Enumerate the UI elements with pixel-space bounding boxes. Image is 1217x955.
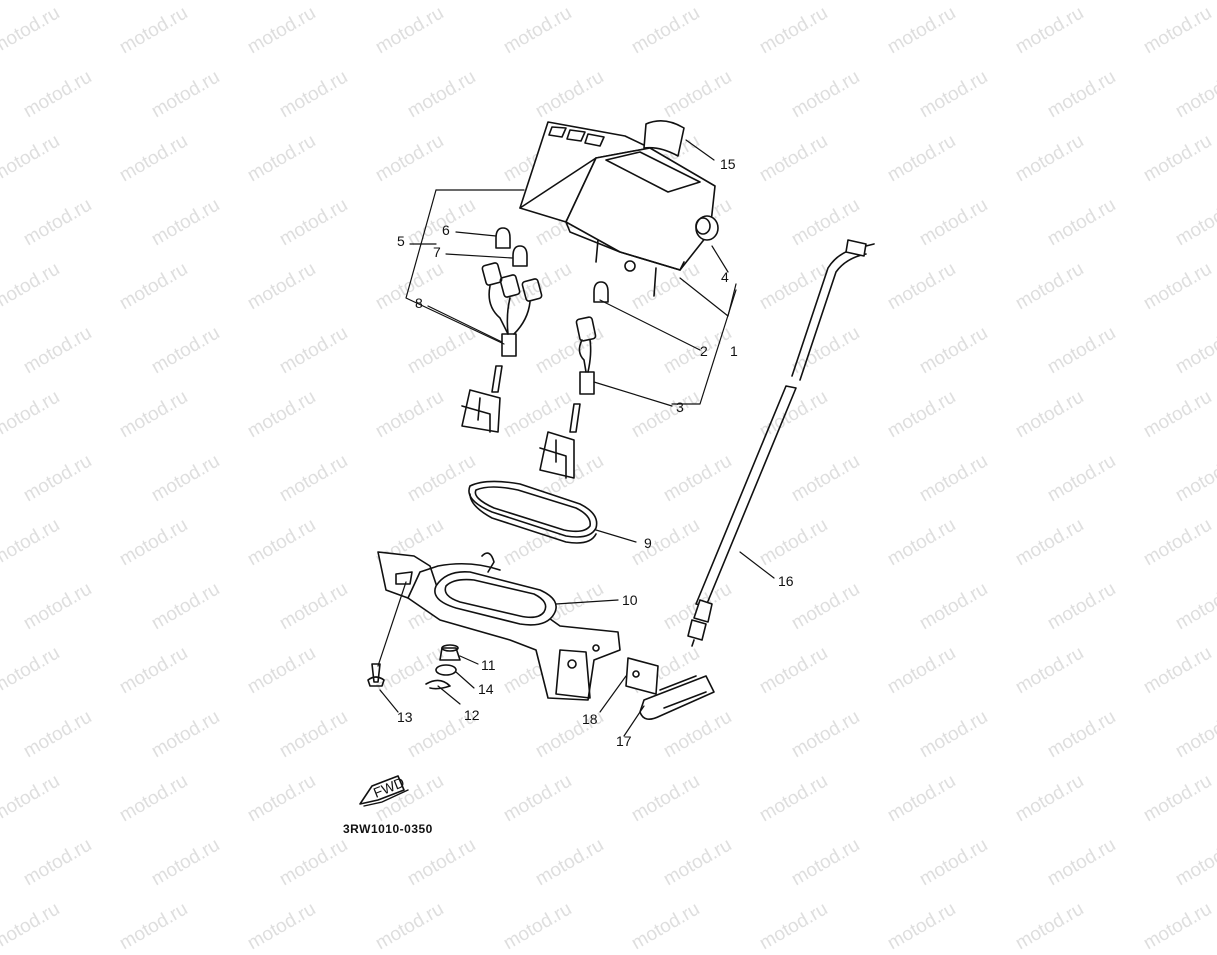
grommet bbox=[439, 644, 461, 661]
callout-14: 14 bbox=[478, 681, 494, 697]
meter-bracket bbox=[377, 551, 621, 701]
leader-lines bbox=[377, 139, 775, 737]
callout-9: 9 bbox=[644, 535, 652, 551]
screw bbox=[367, 663, 385, 687]
meter-assembly bbox=[519, 121, 716, 297]
callout-7: 7 bbox=[433, 244, 441, 260]
parts-diagram: 1 2 3 4 5 6 7 8 9 10 11 12 13 14 15 16 1… bbox=[359, 120, 875, 807]
diagram-code: 3RW1010-0350 bbox=[343, 822, 433, 836]
fwd-arrow bbox=[359, 775, 409, 807]
callout-5: 5 bbox=[397, 233, 405, 249]
socket-harness-right bbox=[539, 316, 597, 479]
callout-2: 2 bbox=[700, 343, 708, 359]
bulb-6 bbox=[495, 227, 511, 249]
callout-4: 4 bbox=[721, 269, 729, 285]
callout-18: 18 bbox=[582, 711, 598, 727]
callout-13: 13 bbox=[397, 709, 413, 725]
callout-8: 8 bbox=[415, 295, 423, 311]
callout-labels: 1 2 3 4 5 6 7 8 9 10 11 12 13 14 15 16 1… bbox=[371, 156, 794, 801]
callout-12: 12 bbox=[464, 707, 480, 723]
callout-6: 6 bbox=[442, 222, 450, 238]
clip bbox=[425, 679, 451, 690]
meter-gasket bbox=[468, 480, 598, 544]
bulb-2 bbox=[593, 281, 609, 303]
socket-harness-left bbox=[461, 262, 543, 433]
fwd-label: FWD bbox=[371, 774, 407, 801]
trip-knob bbox=[695, 215, 719, 241]
callout-11: 11 bbox=[481, 657, 496, 673]
bulb-7 bbox=[512, 245, 528, 267]
meter-cover bbox=[643, 120, 685, 157]
cable-band bbox=[639, 675, 715, 720]
washer bbox=[435, 664, 457, 676]
speedometer-cable bbox=[687, 239, 875, 647]
callout-17: 17 bbox=[616, 733, 632, 749]
callout-16: 16 bbox=[778, 573, 794, 589]
callout-15: 15 bbox=[720, 156, 736, 172]
plate bbox=[625, 657, 659, 695]
callout-1: 1 bbox=[730, 343, 738, 359]
callout-10: 10 bbox=[622, 592, 638, 608]
callout-3: 3 bbox=[676, 399, 684, 415]
